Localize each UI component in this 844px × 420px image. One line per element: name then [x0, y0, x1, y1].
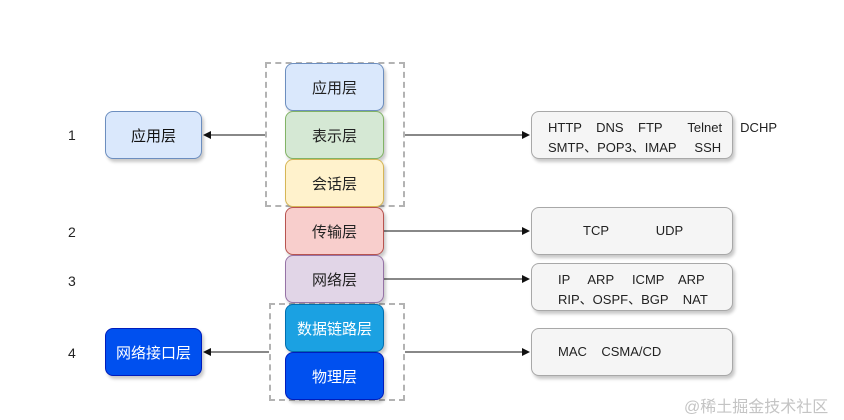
tcpip-network-interface-layer: 网络接口层	[105, 328, 202, 376]
osi-application-layer: 应用层	[285, 63, 384, 111]
transport-protocols-box: TCP UDP	[531, 207, 733, 255]
osi-session-layer: 会话层	[285, 159, 384, 207]
protocol-line: MAC CSMA/CD	[558, 344, 662, 359]
layer-number-2: 2	[68, 224, 76, 240]
osi-transport-layer: 传输层	[285, 207, 384, 255]
protocol-line: HTTP DNS FTP Telnet DCHP	[548, 120, 777, 135]
network-protocols-box: IP ARP ICMP ARP RIP、OSPF、BGP NAT	[531, 263, 733, 311]
osi-presentation-layer: 表示层	[285, 111, 384, 159]
protocol-line: SMTP、POP3、IMAP SSH	[548, 140, 722, 155]
osi-data-link-layer: 数据链路层	[285, 304, 384, 352]
application-protocols-box: HTTP DNS FTP Telnet DCHP SMTP、POP3、IMAP …	[531, 111, 777, 159]
protocol-line: IP ARP ICMP ARP	[558, 272, 705, 287]
watermark: @稀土掘金技术社区	[684, 399, 829, 416]
link-protocols-box: MAC CSMA/CD	[531, 328, 733, 376]
layer-number-4: 4	[68, 345, 76, 361]
osi-network-layer: 网络层	[285, 255, 384, 303]
protocol-line: RIP、OSPF、BGP NAT	[558, 292, 708, 307]
tcpip-application-layer: 应用层	[105, 111, 202, 159]
protocol-line: TCP UDP	[583, 223, 684, 238]
layer-number-3: 3	[68, 273, 76, 289]
osi-physical-layer: 物理层	[285, 352, 384, 400]
layer-number-1: 1	[68, 127, 76, 143]
